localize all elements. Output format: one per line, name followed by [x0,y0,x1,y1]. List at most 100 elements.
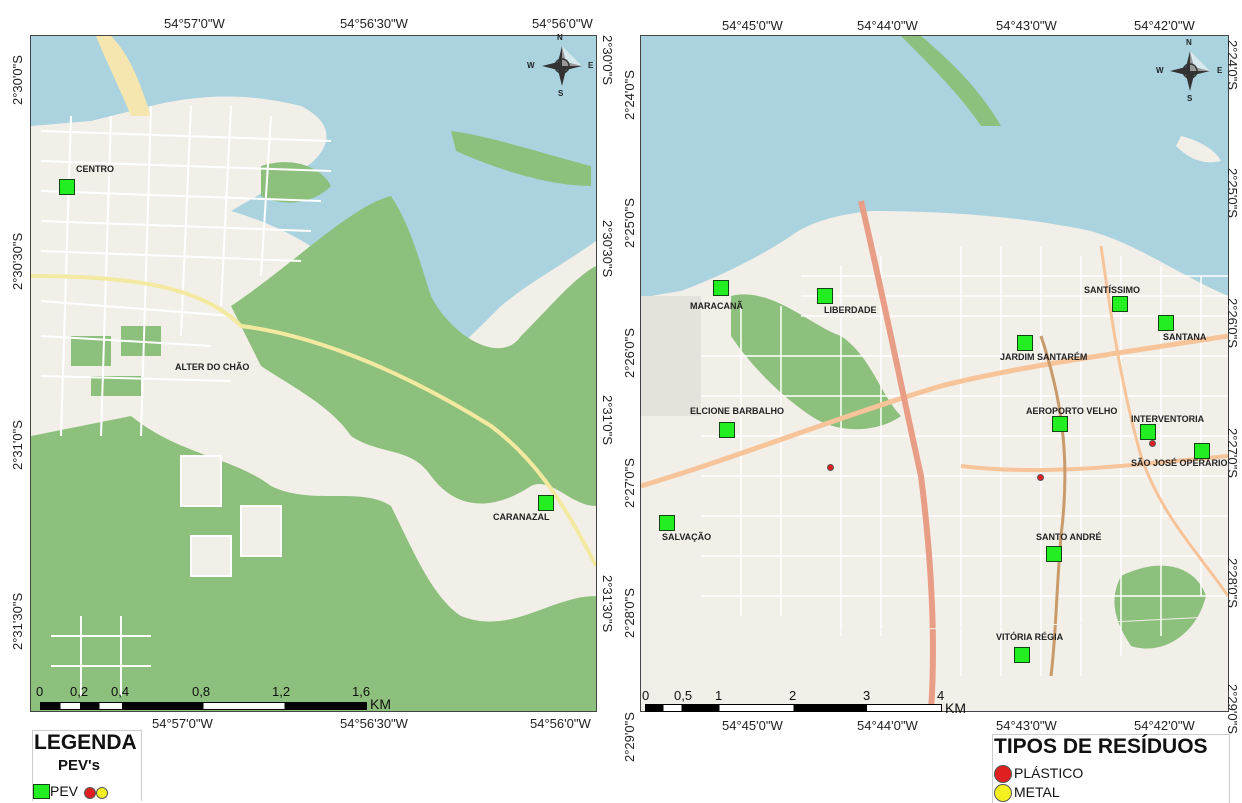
legend-item-label: PEV [50,783,79,799]
coord-label: 54°43'0"W [996,18,1057,33]
coord-label: 2°27'0"S [1225,428,1240,478]
compass-rose-icon [1170,51,1210,91]
right-map[interactable] [640,35,1229,712]
place-label: CARANAZAL [493,512,550,522]
waste-type-swatch [994,784,1012,802]
place-label: AEROPORTO VELHO [1026,406,1118,416]
pev-marker[interactable] [1112,296,1128,312]
pev-marker[interactable] [817,288,833,304]
legend-box [32,730,142,801]
pev-marker[interactable] [1014,647,1030,663]
compass-n: N [1186,38,1192,47]
coord-label: 2°24'0"S [622,70,637,120]
pev-marker[interactable] [719,422,735,438]
place-label: VITÓRIA RÉGIA [996,632,1064,642]
coord-label: 2°24'0"S [1225,40,1240,90]
plastic-point[interactable] [827,464,834,471]
pev-marker[interactable] [59,179,75,195]
coord-label: 54°56'0"W [530,716,591,731]
place-label: ELCIONE BARBALHO [690,406,784,416]
pev-marker[interactable] [538,495,554,511]
pev-marker[interactable] [1046,546,1062,562]
coord-label: 2°29'0"S [622,712,637,762]
coord-label: 54°42'0"W [1134,18,1195,33]
pev-marker[interactable] [1017,335,1033,351]
place-label: JARDIM SANTARÉM [1000,352,1088,362]
scale-tick: 3 [863,688,871,703]
legend-metal-dot [96,787,108,799]
coord-label: 2°31'0"S [10,420,25,470]
coord-label: 2°30'30"S [600,220,615,278]
coord-label: 54°44'0"W [857,718,918,733]
coord-label: 54°45'0"W [722,18,783,33]
compass-s: S [1187,94,1193,103]
scale-tick: 0,4 [111,684,130,699]
coord-label: 2°28'0"S [1225,558,1240,608]
coord-label: 54°43'0"W [996,718,1057,733]
waste-types-title: TIPOS DE RESÍDUOS [994,735,1208,758]
compass-w: W [527,61,535,70]
legend-title: LEGENDA [34,731,137,754]
place-label: CENTRO [76,164,114,174]
coord-label: 54°56'30"W [340,716,408,731]
coord-label: 2°30'0"S [600,35,615,85]
place-label: SANTÍSSIMO [1084,285,1141,295]
scale-tick: 0,2 [70,684,89,699]
right-scale-bar [645,704,942,712]
compass-w: W [1156,66,1164,75]
scale-tick: 1,6 [352,684,371,699]
scale-tick: 0,5 [674,688,693,703]
waste-type-label: PLÁSTICO [1014,765,1084,781]
pev-marker[interactable] [1158,315,1174,331]
pev-marker[interactable] [1052,416,1068,432]
left-map-canvas [31,36,596,711]
coord-label: 2°26'0"S [622,328,637,378]
right-map-canvas [641,36,1228,711]
coord-label: 54°56'30"W [340,16,408,31]
place-label: SANTANA [1163,332,1207,342]
pev-marker[interactable] [713,280,729,296]
scale-tick: 0 [642,688,650,703]
place-label: LIBERDADE [824,305,877,315]
compass-s: S [558,89,564,98]
scale-tick: 0 [36,684,44,699]
waste-types-box [992,734,1230,803]
compass-rose-icon [542,46,582,86]
scale-unit: KM [370,696,391,712]
legend-subtitle: PEV's [58,757,100,774]
place-label: MARACANÃ [690,301,743,311]
place-label: ALTER DO CHÃO [175,362,250,372]
scale-tick: 4 [937,688,945,703]
left-scale-bar [40,702,367,710]
legend-plastic-dot [84,787,96,799]
plastic-point[interactable] [1149,440,1156,447]
coord-label: 2°27'0"S [622,458,637,508]
coord-label: 54°45'0"W [722,718,783,733]
place-label: SÃO JOSÉ OPERÁRIO [1131,458,1228,468]
coord-label: 54°44'0"W [857,18,918,33]
coord-label: 2°29'0"S [1225,684,1240,734]
pev-marker[interactable] [1140,424,1156,440]
scale-tick: 0,8 [192,684,211,699]
coord-label: 54°56'0"W [532,16,593,31]
place-label: SALVAÇÃO [662,532,712,542]
waste-type-label: METAL [1014,784,1060,800]
compass-e: E [1217,66,1223,75]
coord-label: 2°25'0"S [622,198,637,248]
left-map[interactable] [30,35,597,712]
coord-label: 2°31'30"S [600,575,615,633]
coord-label: 2°26'0"S [1225,298,1240,348]
legend-pev-swatch [33,784,50,799]
compass-n: N [557,33,563,42]
place-label: SANTO ANDRÉ [1036,532,1102,542]
coord-label: 54°42'0"W [1134,718,1195,733]
coord-label: 2°30'0"S [10,55,25,105]
pev-marker[interactable] [659,515,675,531]
plastic-point[interactable] [1037,474,1044,481]
coord-label: 54°57'0"W [164,16,225,31]
pev-marker[interactable] [1194,443,1210,459]
scale-tick: 2 [789,688,797,703]
scale-unit: KM [945,700,966,716]
coord-label: 2°30'30"S [10,232,25,290]
scale-tick: 1,2 [272,684,291,699]
